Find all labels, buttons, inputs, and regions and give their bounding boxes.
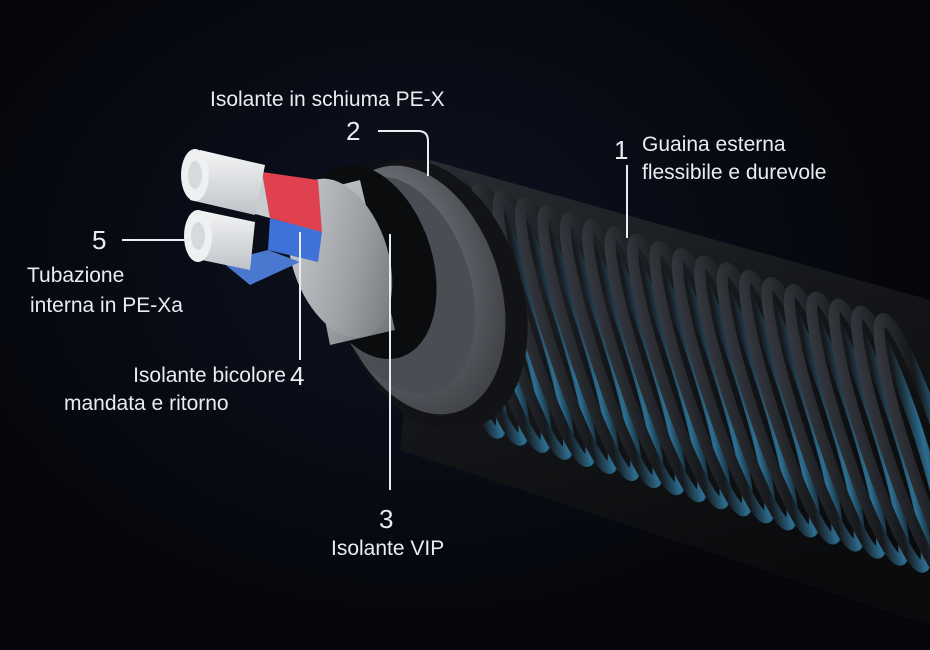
label-5-line-2: interna in PE-Xa: [30, 294, 183, 317]
label-1-line-2: flessibile e durevole: [642, 161, 827, 184]
leader-lines: [122, 130, 628, 490]
label-2-number: 2: [346, 116, 361, 146]
jacket-ridge: [873, 313, 930, 587]
label-3-number: 3: [379, 504, 394, 534]
label-3-text: Isolante VIP: [331, 537, 445, 560]
inner-pipes: [181, 149, 265, 270]
label-2-text: Isolante in schiuma PE-X: [210, 88, 445, 111]
leader-line-2: [378, 130, 429, 176]
label-1-line-1: Guaina esterna: [642, 133, 786, 156]
jacket-ridge: [851, 305, 930, 580]
label-5-number: 5: [92, 225, 107, 255]
label-4-line-2: mandata e ritorno: [64, 392, 229, 415]
label-4-number: 4: [290, 361, 305, 391]
label-5-line-1: Tubazione: [27, 264, 125, 287]
outer-jacket: [400, 160, 930, 625]
label-4-line-1: Isolante bicolore: [133, 364, 286, 387]
label-1-number: 1: [614, 135, 629, 165]
